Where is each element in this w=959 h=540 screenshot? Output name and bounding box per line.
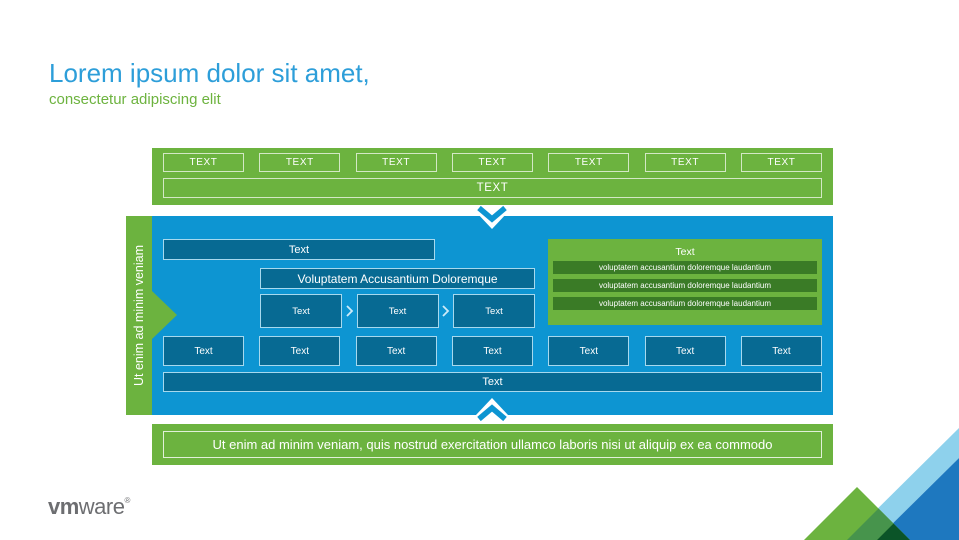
chevron-up-icon bbox=[476, 398, 508, 422]
chevron-down-icon bbox=[476, 205, 508, 229]
registered-mark: ® bbox=[124, 496, 130, 505]
logo-vm: vm bbox=[48, 494, 79, 519]
top-green-bar: TEXT TEXT TEXT TEXT TEXT TEXT TEXT TEXT bbox=[152, 148, 833, 205]
chevron-right-icon bbox=[346, 305, 354, 317]
green-side-box-title: Text bbox=[675, 246, 695, 258]
panel-row-box: Text bbox=[548, 336, 630, 366]
page-subtitle: consectetur adipiscing elit bbox=[49, 91, 221, 108]
panel-row-box: Text bbox=[163, 336, 244, 366]
deco-overlap-mid bbox=[847, 508, 894, 540]
bottom-bar-label: Ut enim ad minim veniam, quis nostrud ex… bbox=[163, 431, 822, 458]
bottom-green-bar: Ut enim ad minim veniam, quis nostrud ex… bbox=[152, 424, 833, 465]
top-bar-box-row: TEXT TEXT TEXT TEXT TEXT TEXT TEXT bbox=[163, 153, 822, 172]
green-side-box-item: voluptatem accusantium doloremque laudan… bbox=[553, 279, 817, 292]
deco-overlap-dark bbox=[877, 523, 910, 540]
deco-blue-triangle bbox=[876, 458, 959, 540]
chevron-right-icon bbox=[442, 305, 450, 317]
panel-row-box: Text bbox=[259, 336, 341, 366]
green-side-box-item: voluptatem accusantium doloremque laudan… bbox=[553, 297, 817, 310]
top-bar-box: TEXT bbox=[355, 153, 437, 172]
panel-row-box: Text bbox=[355, 336, 437, 366]
side-tab-arrow bbox=[152, 291, 177, 339]
vmware-logo: vmware® bbox=[48, 494, 130, 520]
page-title: Lorem ipsum dolor sit amet, bbox=[49, 58, 370, 88]
top-bar-box: TEXT bbox=[163, 153, 244, 172]
panel-row-box: Text bbox=[740, 336, 822, 366]
top-bar-box: TEXT bbox=[259, 153, 341, 172]
top-bar-box: TEXT bbox=[548, 153, 630, 172]
top-bar-wide-box: TEXT bbox=[163, 178, 822, 198]
panel-wide-box: Text bbox=[163, 372, 822, 392]
panel-row-box: Text bbox=[644, 336, 726, 366]
corner-decoration bbox=[804, 428, 959, 540]
process-title-box: Voluptatem Accusantium Doloremque bbox=[260, 268, 535, 289]
main-panel: Text Voluptatem Accusantium Doloremque T… bbox=[152, 216, 833, 415]
side-tab-label: Ut enim ad minim veniam bbox=[132, 245, 146, 387]
panel-box-row: Text Text Text Text Text Text Text bbox=[163, 336, 822, 366]
process-step-box: Text bbox=[260, 294, 342, 328]
panel-header-box: Text bbox=[163, 239, 435, 260]
top-bar-box: TEXT bbox=[644, 153, 726, 172]
side-tab: Ut enim ad minim veniam bbox=[126, 216, 152, 415]
process-step-box: Text bbox=[356, 294, 439, 328]
green-side-box-item: voluptatem accusantium doloremque laudan… bbox=[553, 261, 817, 274]
top-bar-box: TEXT bbox=[740, 153, 822, 172]
logo-ware: ware bbox=[78, 494, 125, 519]
process-step-box: Text bbox=[453, 294, 535, 328]
panel-row-box: Text bbox=[451, 336, 533, 366]
top-bar-box: TEXT bbox=[451, 153, 533, 172]
process-steps: Text Text Text bbox=[260, 294, 535, 328]
green-side-box: Text voluptatem accusantium doloremque l… bbox=[548, 239, 822, 325]
